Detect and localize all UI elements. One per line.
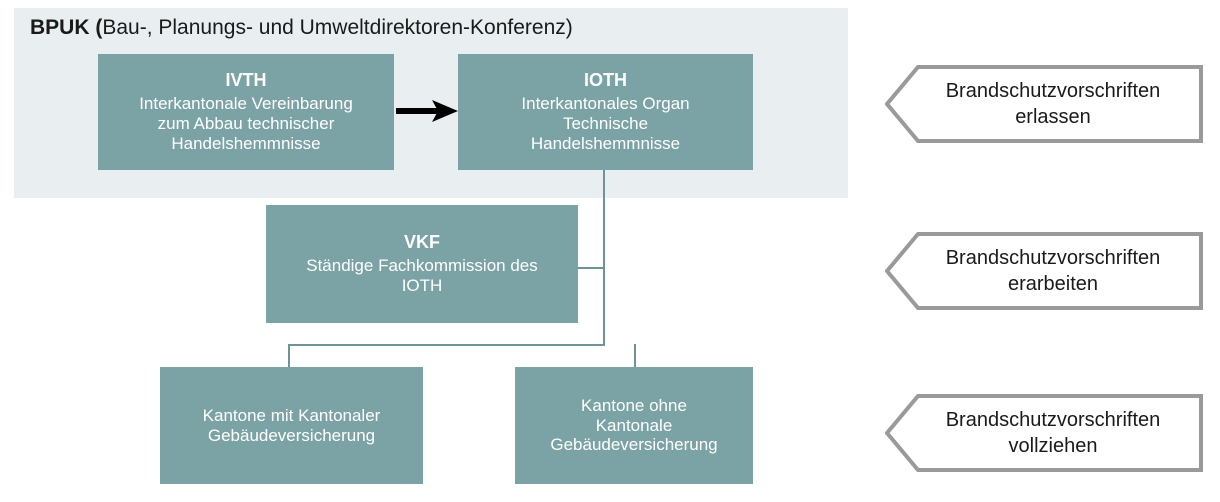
node-ivth-line-1: Interkantonale Vereinbarung bbox=[139, 94, 353, 114]
callout-erlassen-line-2: erlassen bbox=[1015, 106, 1091, 128]
connector-drop-kantone-mit bbox=[288, 344, 290, 368]
node-ivth-line-3: Handelshemmnisse bbox=[171, 133, 321, 153]
node-kantone-mit-line-1: Kantone mit Kantonaler bbox=[202, 405, 381, 425]
node-ivth[interactable]: IVTH Interkantonale Vereinbarung zum Abb… bbox=[98, 54, 394, 170]
node-kantone-ohne-line-2: Kantonale bbox=[595, 415, 673, 435]
connector-vkf-stub bbox=[578, 267, 604, 269]
bpuk-panel-title: BPUK (Bau-, Planungs- und Umweltdirektor… bbox=[30, 16, 573, 40]
node-vkf-line-1: Ständige Fachkommission des bbox=[306, 256, 538, 276]
node-ioth-title: IOTH bbox=[584, 70, 627, 91]
callout-vollziehen-line-2: vollziehen bbox=[1008, 435, 1098, 457]
node-kantone-ohne-line-1: Kantone ohne bbox=[581, 395, 687, 415]
callout-brandschutzvorschriften-vollziehen[interactable]: Brandschutzvorschriften vollziehen bbox=[885, 394, 1203, 472]
callout-erarbeiten-line-1: Brandschutzvorschriften bbox=[945, 247, 1161, 269]
node-kantone-ohne-line-3: Gebäudeversicherung bbox=[550, 435, 718, 455]
node-kantone-mit-kantonaler-gebaeudeversicherung[interactable]: Kantone mit Kantonaler Gebäudeversicheru… bbox=[160, 367, 423, 484]
callout-brandschutzvorschriften-erlassen[interactable]: Brandschutzvorschriften erlassen bbox=[885, 65, 1203, 143]
callout-erarbeiten-line-2: erarbeiten bbox=[1007, 273, 1099, 295]
node-ioth-line-3: Handelshemmnisse bbox=[530, 133, 681, 153]
arrow-ivth-to-ioth-icon bbox=[396, 98, 458, 124]
bpuk-fullname: Bau-, Planungs- und Umweltdirektoren-Kon… bbox=[102, 16, 573, 39]
node-ivth-line-2: zum Abbau technischer bbox=[157, 114, 335, 134]
callout-erlassen-line-1: Brandschutzvorschriften bbox=[945, 80, 1161, 102]
callout-erlassen-text: Brandschutzvorschriften erlassen bbox=[919, 65, 1187, 143]
callout-erarbeiten-text: Brandschutzvorschriften erarbeiten bbox=[919, 232, 1187, 310]
node-kantone-ohne-kantonale-gebaeudeversicherung[interactable]: Kantone ohne Kantonale Gebäudeversicheru… bbox=[515, 367, 753, 484]
callout-vollziehen-text: Brandschutzvorschriften vollziehen bbox=[919, 394, 1187, 472]
callout-brandschutzvorschriften-erarbeiten[interactable]: Brandschutzvorschriften erarbeiten bbox=[885, 232, 1203, 310]
chevron-left-icon bbox=[885, 65, 1203, 143]
connector-horizontal-bus bbox=[288, 344, 605, 346]
node-vkf-title: VKF bbox=[404, 232, 440, 253]
node-ioth[interactable]: IOTH Interkantonales Organ Technische Ha… bbox=[458, 54, 753, 170]
node-ioth-line-1: Interkantonales Organ bbox=[521, 94, 690, 114]
connector-drop-kantone-ohne bbox=[634, 344, 636, 368]
node-kantone-mit-line-2: Gebäudeversicherung bbox=[207, 425, 376, 445]
chevron-left-icon bbox=[885, 394, 1203, 472]
bpuk-abbreviation: BPUK ( bbox=[30, 16, 103, 39]
chevron-left-icon bbox=[885, 232, 1203, 310]
node-ivth-title: IVTH bbox=[225, 70, 267, 91]
node-vkf[interactable]: VKF Ständige Fachkommission des IOTH bbox=[266, 205, 578, 323]
node-vkf-line-2: IOTH bbox=[401, 276, 443, 296]
callout-vollziehen-line-1: Brandschutzvorschriften bbox=[945, 409, 1161, 431]
connector-ioth-vertical bbox=[603, 170, 605, 345]
node-ioth-line-2: Technische bbox=[562, 114, 649, 134]
